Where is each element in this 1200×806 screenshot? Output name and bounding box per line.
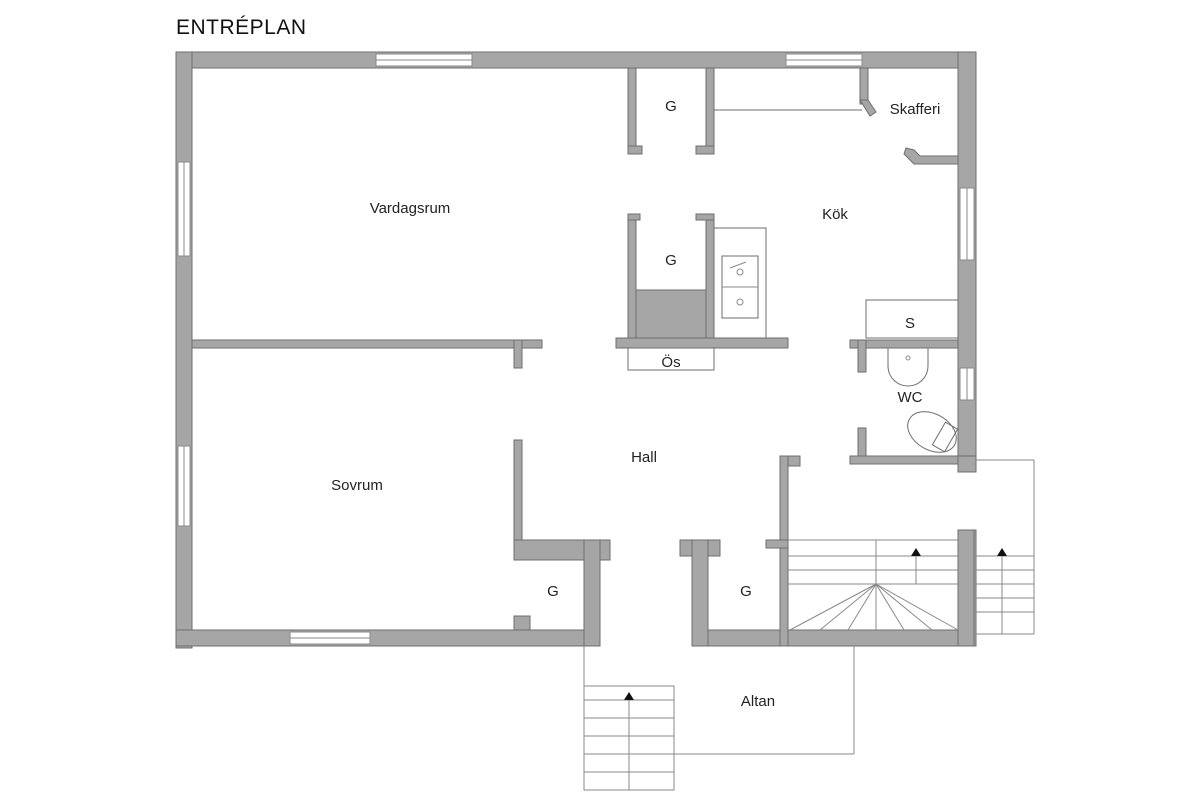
room-label-sovrum: Sovrum — [331, 477, 383, 494]
altan-area — [583, 646, 855, 791]
stair-up-arrow — [911, 548, 921, 556]
inner-stairs — [788, 539, 959, 631]
room-label-g-chimney: G — [665, 252, 677, 269]
interior-walls — [191, 67, 977, 647]
plan-title: ENTRÉPLAN — [176, 16, 307, 39]
room-label-s: S — [905, 315, 915, 332]
room-label-skafferi: Skafferi — [890, 101, 941, 118]
room-label-g-left: G — [547, 583, 559, 600]
room-label-g-right: G — [740, 583, 752, 600]
room-label-wc: WC — [898, 389, 923, 406]
room-labels: Vardagsrum Sovrum Kök Skafferi Hall WC Ö… — [331, 98, 940, 710]
stair-up-arrow — [997, 548, 1007, 556]
room-label-g-upper: G — [665, 98, 677, 115]
windows — [177, 53, 975, 645]
room-label-os: Ös — [661, 353, 680, 371]
room-label-hall: Hall — [631, 449, 657, 466]
stair-up-arrow — [624, 692, 634, 700]
outer-stairs-right — [976, 459, 1035, 635]
room-label-kok: Kök — [822, 206, 848, 223]
room-label-vardagsrum: Vardagsrum — [370, 200, 451, 217]
room-label-altan: Altan — [741, 693, 775, 710]
